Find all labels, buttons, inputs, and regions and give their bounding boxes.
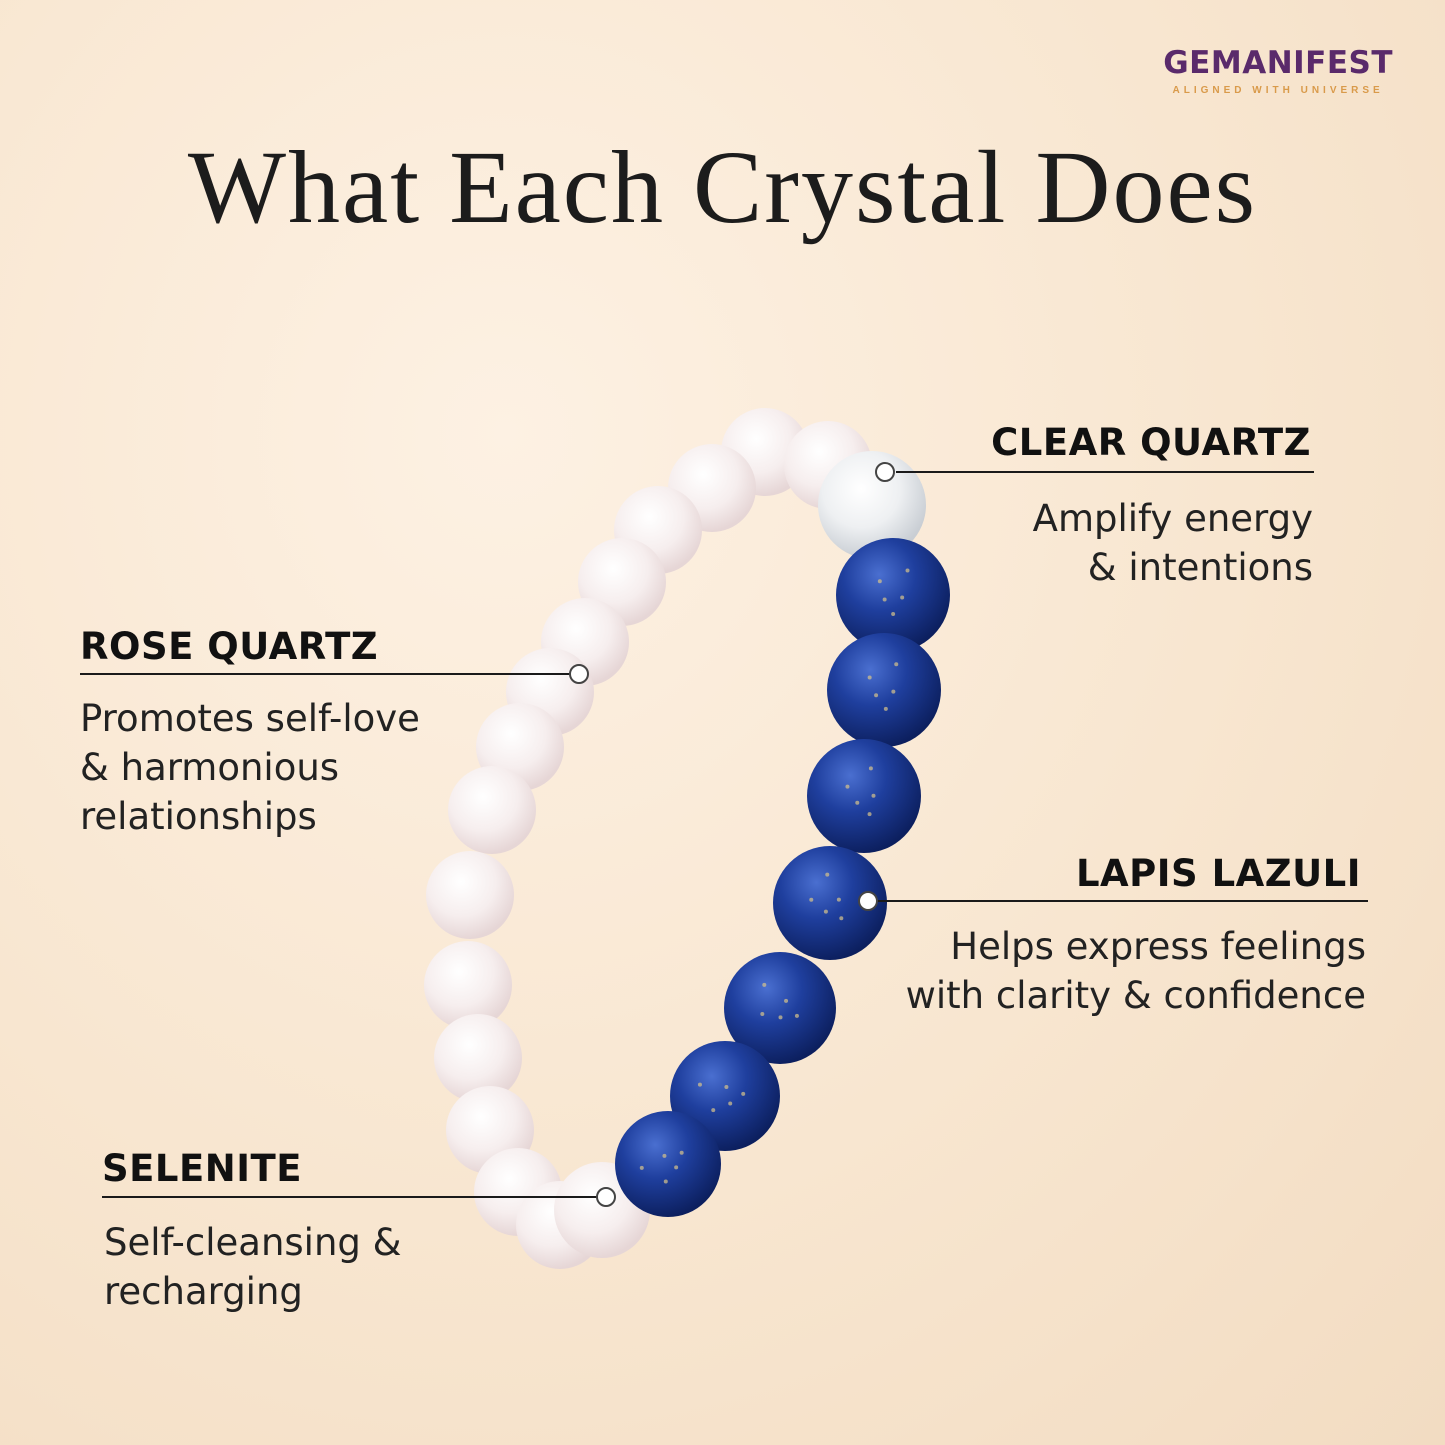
pyrite-fleck [823, 909, 828, 914]
pyrite-fleck [728, 1101, 733, 1106]
selenite-heading: SELENITE [102, 1147, 303, 1190]
clear-quartz-heading: CLEAR QUARTZ [991, 421, 1311, 464]
pyrite-fleck [784, 998, 789, 1003]
pyrite-fleck [868, 766, 873, 771]
brand-tagline: ALIGNED WITH UNIVERSE [1172, 85, 1384, 96]
pyrite-fleck [883, 706, 888, 711]
pyrite-fleck [836, 897, 841, 902]
lapis-lazuli-leader-line [878, 900, 1368, 902]
pyrite-fleck [697, 1082, 702, 1087]
pyrite-fleck [855, 800, 860, 805]
pyrite-fleck [711, 1108, 716, 1113]
rose-quartz-leader-line [80, 673, 570, 675]
clear-quartz-bead [818, 451, 926, 559]
selenite-marker [596, 1187, 616, 1207]
pyrite-fleck [741, 1091, 746, 1096]
rose-quartz-heading: ROSE QUARTZ [80, 625, 379, 668]
clear-quartz-description: Amplify energy & intentions [1032, 497, 1313, 589]
pyrite-fleck [867, 675, 872, 680]
pyrite-fleck [662, 1153, 667, 1158]
lapis-bead [724, 952, 836, 1064]
brand-logo: GEMANIFEST ALIGNED WITH UNIVERSE [1163, 45, 1393, 97]
selenite-bead [434, 1014, 522, 1102]
selenite-bead [424, 941, 512, 1029]
pyrite-fleck [900, 595, 905, 600]
pyrite-fleck [778, 1015, 783, 1020]
lapis-lazuli-marker [858, 891, 878, 911]
clear-quartz-marker [875, 462, 895, 482]
pyrite-fleck [679, 1150, 684, 1155]
selenite-bead [448, 766, 536, 854]
lapis-bead [773, 846, 887, 960]
pyrite-fleck [794, 1013, 799, 1018]
pyrite-fleck [905, 568, 910, 573]
pyrite-fleck [894, 662, 899, 667]
pyrite-fleck [891, 689, 896, 694]
pyrite-fleck [882, 597, 887, 602]
pyrite-fleck [891, 611, 896, 616]
pyrite-fleck [663, 1179, 668, 1184]
rose-quartz-description: Promotes self-love & harmonious relation… [80, 697, 420, 838]
pyrite-fleck [674, 1165, 679, 1170]
clear-quartz-leader-line [896, 471, 1314, 473]
pyrite-fleck [639, 1165, 644, 1170]
pyrite-fleck [724, 1084, 729, 1089]
pyrite-fleck [760, 1011, 765, 1016]
brand-name: GEMANIFEST [1163, 45, 1393, 81]
selenite-bead [426, 851, 514, 939]
pyrite-fleck [874, 693, 879, 698]
lapis-bead [615, 1111, 721, 1217]
pyrite-fleck [825, 872, 830, 877]
lapis-bead [827, 633, 941, 747]
lapis-bead [836, 538, 950, 652]
pyrite-fleck [839, 916, 844, 921]
pyrite-fleck [877, 579, 882, 584]
page-title: What Each Crystal Does [187, 130, 1258, 245]
pyrite-fleck [762, 982, 767, 987]
selenite-description: Self-cleansing & recharging [104, 1221, 402, 1313]
rose-quartz-marker [569, 664, 589, 684]
pyrite-fleck [809, 897, 814, 902]
selenite-leader-line [102, 1196, 598, 1198]
lapis-bead [807, 739, 921, 853]
lapis-lazuli-description: Helps express feelings with clarity & co… [905, 925, 1366, 1017]
pyrite-fleck [867, 812, 872, 817]
lapis-lazuli-heading: LAPIS LAZULI [1075, 852, 1361, 895]
pyrite-fleck [871, 793, 876, 798]
pyrite-fleck [845, 784, 850, 789]
